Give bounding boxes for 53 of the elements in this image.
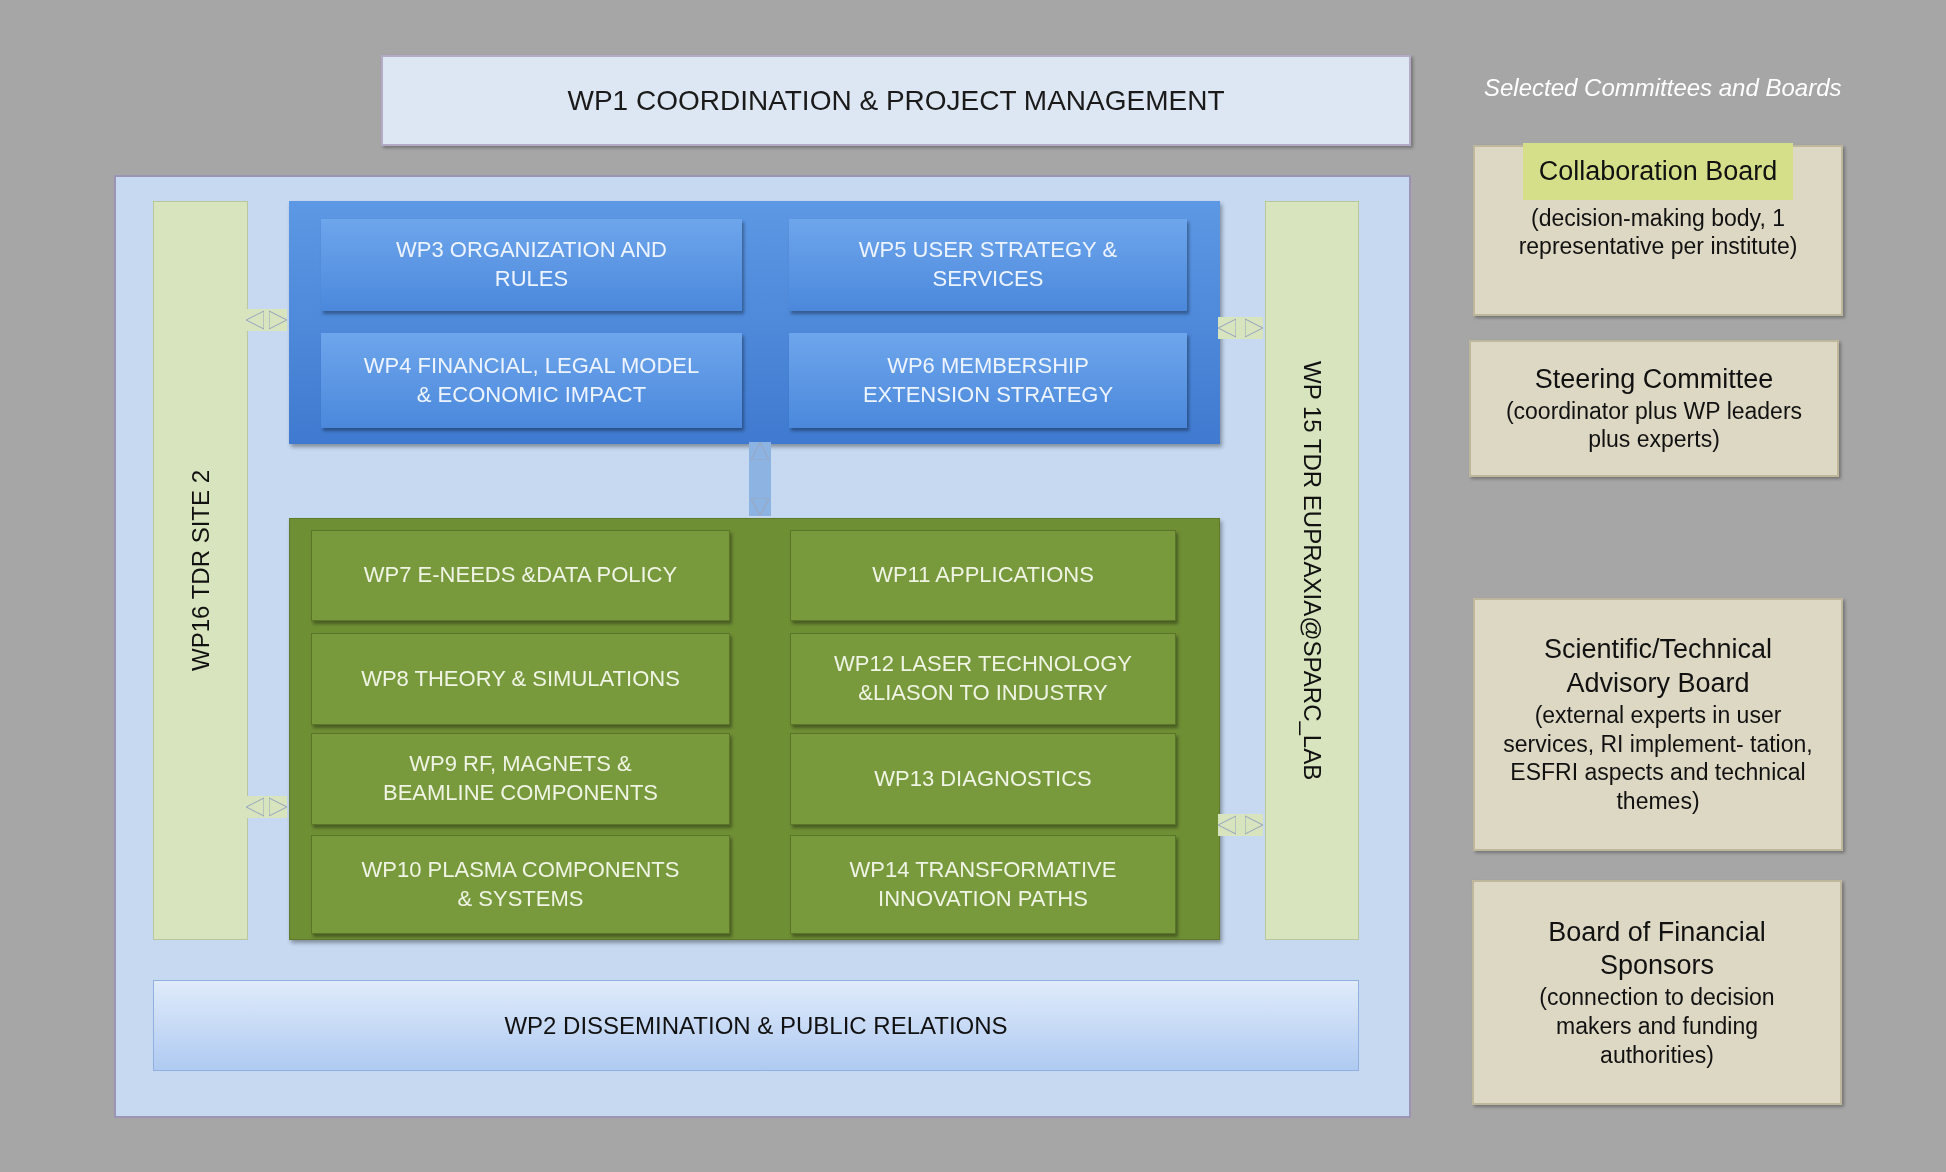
double-arrow [749, 441, 771, 517]
work-package-box [789, 219, 1187, 311]
vertical-label: WP 15 TDR EUPRAXIA@SPARC_LAB [1298, 360, 1327, 781]
work-package-box [790, 633, 1176, 725]
committee-description: (decision-making body, 1 representative per institute) [1517, 203, 1799, 261]
vertical-work-package-bar [153, 201, 248, 940]
box-label: WP12 LASER TECHNOLOGY &LIASON TO INDUSTRY [833, 650, 1133, 707]
committee-box [1472, 880, 1842, 1105]
box-label: WP2 DISSEMINATION & PUBLIC RELATIONS [504, 1010, 1008, 1041]
double-arrow [1217, 814, 1264, 836]
highlighted-heading: Collaboration Board [1522, 143, 1794, 200]
work-package-box [790, 530, 1176, 621]
work-package-box [321, 333, 742, 428]
double-arrow [1217, 317, 1264, 339]
work-package-box [321, 219, 742, 311]
work-package-box [311, 633, 730, 725]
committee-box [1473, 598, 1843, 851]
box-label: WP5 USER STRATEGY & SERVICES [857, 236, 1119, 293]
box-label: WP1 COORDINATION & PROJECT MANAGEMENT [567, 83, 1225, 118]
work-package-box [790, 835, 1176, 934]
committee-heading: Scientific/Technical Advisory Board [1542, 633, 1774, 700]
work-package-box [381, 55, 1411, 146]
work-package-group-panel [289, 201, 1220, 444]
work-package-box [311, 733, 730, 825]
box-label: WP13 DIAGNOSTICS [874, 764, 1092, 793]
work-package-box [311, 835, 730, 934]
box-label: WP6 MEMBERSHIP EXTENSION STRATEGY [861, 351, 1115, 409]
box-label: WP10 PLASMA COMPONENTS & SYSTEMS [360, 855, 681, 913]
box-label: WP14 TRANSFORMATIVE INNOVATION PATHS [848, 855, 1118, 913]
box-label: WP7 E-NEEDS &DATA POLICY [363, 561, 678, 590]
vertical-work-package-bar [1265, 201, 1359, 940]
panel-background [114, 175, 1411, 1118]
vertical-label: WP16 TDR SITE 2 [185, 470, 215, 671]
box-label: WP8 THEORY & SIMULATIONS [361, 664, 680, 693]
box-label: WP4 FINANCIAL, LEGAL MODEL & ECONOMIC IMPACT [362, 351, 701, 409]
box-label: WP9 RF, MAGNETS & BEAMLINE COMPONENTS [381, 750, 659, 807]
committee-description: (connection to decision makers and funding authorities) [1538, 983, 1776, 1070]
box-label: WP3 ORGANIZATION AND RULES [395, 236, 668, 293]
committee-box [1473, 145, 1843, 316]
box-label: WP11 APPLICATIONS [872, 561, 1094, 590]
double-arrow [245, 309, 288, 331]
committee-box [1469, 340, 1839, 477]
work-package-box [789, 333, 1187, 428]
work-package-box [153, 980, 1359, 1071]
committee-description: (external experts in user services, RI implement- tation, ESFRI aspects and technical themes) [1503, 700, 1813, 816]
committee-heading: Board of Financial Sponsors [1547, 915, 1767, 983]
work-package-group-panel [289, 518, 1220, 940]
section-heading: Selected Committees and Boards [1484, 73, 1842, 103]
committee-description: (coordinator plus WP leaders plus experts) [1504, 396, 1804, 455]
work-package-box [311, 530, 730, 621]
work-package-box [790, 733, 1176, 825]
double-arrow [245, 796, 288, 818]
committee-heading: Steering Committee [1534, 362, 1774, 396]
